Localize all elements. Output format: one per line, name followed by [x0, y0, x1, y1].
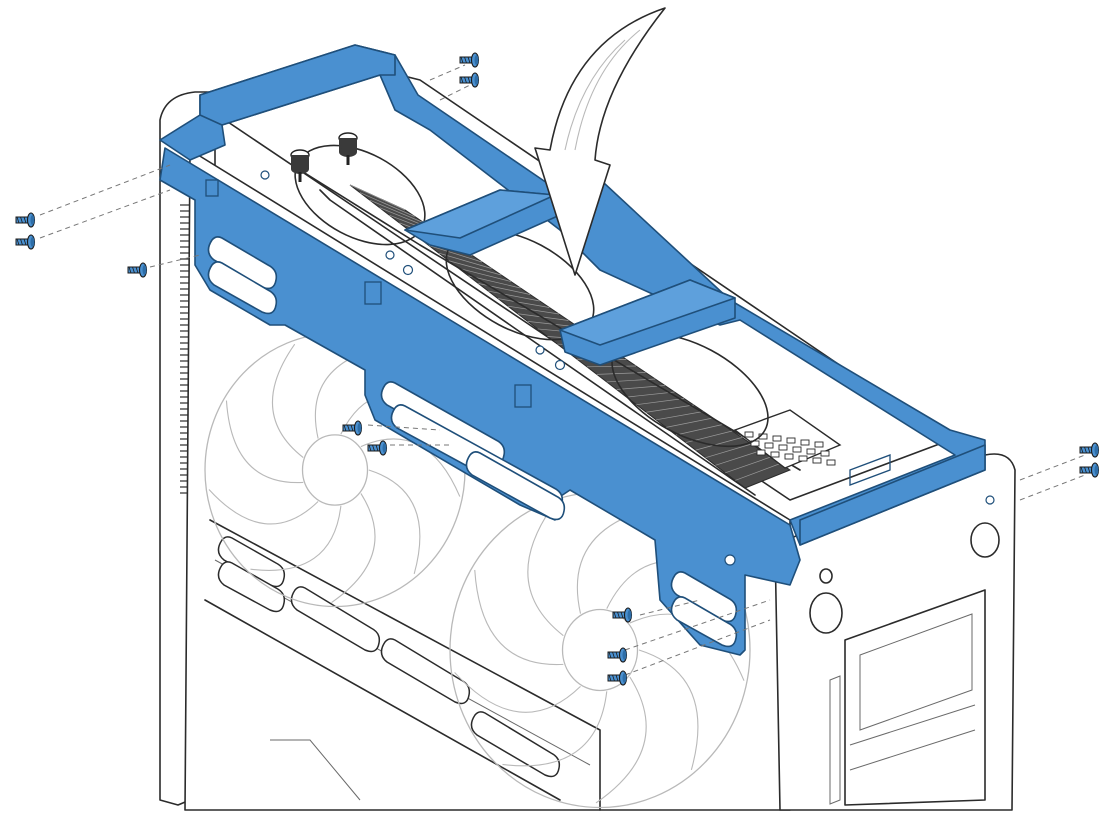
bracket-end-tab: [799, 444, 986, 546]
connector-pin: [792, 446, 802, 453]
fan-hub: [301, 434, 369, 506]
fan-blade: [474, 569, 564, 665]
fan-blade: [208, 489, 319, 525]
lower-slots: [217, 536, 561, 778]
bracket-rear-ledge: [199, 44, 396, 126]
fan-blade: [368, 469, 421, 575]
fan-blade: [502, 691, 608, 767]
gpu-support-bracket: [159, 44, 995, 656]
fan-blade: [527, 504, 564, 637]
screw-icon: [342, 420, 363, 436]
connector-pin: [800, 439, 810, 446]
thumb-screw: [290, 149, 310, 182]
screw-icon: [15, 212, 36, 228]
bracket-crossbar-top: [559, 279, 736, 346]
fan: [204, 332, 466, 608]
connector-pin: [756, 449, 766, 456]
screw-icon: [607, 670, 628, 686]
screws: [15, 52, 1100, 686]
screw-icon: [127, 262, 148, 278]
connector-pin: [814, 441, 824, 448]
screw-icon: [367, 440, 388, 456]
connector-pin: [826, 459, 836, 466]
connector-pin: [784, 453, 794, 460]
fan-blade: [638, 649, 699, 770]
lower-tray: [204, 519, 601, 811]
connector-pin: [786, 437, 796, 444]
bracket-slots: [207, 236, 738, 648]
screw-icon: [459, 72, 480, 88]
install-arrow: [534, 7, 666, 276]
fans: [204, 332, 751, 809]
connector-pin: [744, 431, 754, 438]
screw-icon: [1079, 462, 1100, 478]
fan-blade: [595, 676, 647, 804]
connector-pin: [764, 442, 774, 449]
fan-blade: [225, 400, 304, 484]
right-panel-window: [844, 589, 986, 806]
bracket-holes: [205, 170, 995, 566]
thumb-screw: [338, 132, 358, 165]
connector-pin: [778, 444, 788, 451]
screw-icon: [15, 234, 36, 250]
screw-icon: [459, 52, 480, 68]
screw-icon: [612, 607, 633, 623]
screw-icon: [607, 647, 628, 663]
connector-pin: [820, 450, 830, 457]
install-arrow-icon: [534, 7, 666, 276]
right-panel-hole: [809, 592, 843, 634]
fan-blade: [272, 343, 304, 458]
fan-blade: [250, 505, 342, 571]
power-connector: [733, 409, 842, 469]
right-panel-hole: [970, 522, 1000, 558]
connector-pin: [798, 455, 808, 462]
screw-icon: [1079, 442, 1100, 458]
fan-blade: [331, 493, 376, 604]
chassis-right-panel: [774, 453, 1016, 811]
connector-pin: [772, 435, 782, 442]
fan-hub: [561, 608, 639, 692]
right-panel-hole: [819, 568, 833, 584]
connector-pin: [770, 451, 780, 458]
connector-pin: [806, 448, 816, 455]
fan-blade: [454, 672, 581, 713]
connector-pin: [812, 457, 822, 464]
screw-guide-lines: [39, 64, 1086, 676]
